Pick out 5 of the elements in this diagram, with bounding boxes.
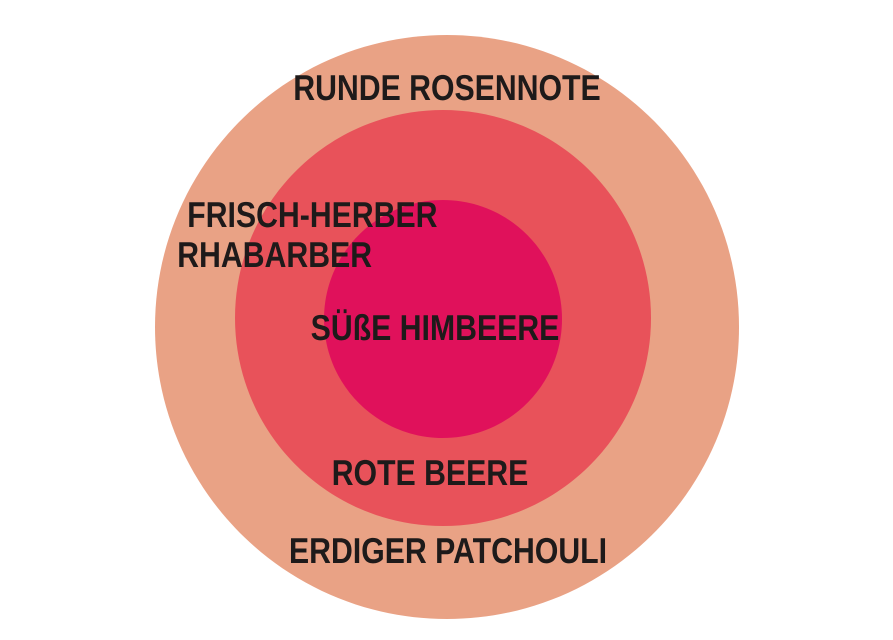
note-label: ROTE BEERE [334,460,528,486]
note-label: SÜßE HIMBEERE [312,309,558,340]
note-label: RUNDE ROSENNOTE [295,74,600,100]
note-label: FRISCH-HERBER RHABARBER [179,202,437,267]
note-label: ERDIGER PATCHOULI [291,538,606,564]
